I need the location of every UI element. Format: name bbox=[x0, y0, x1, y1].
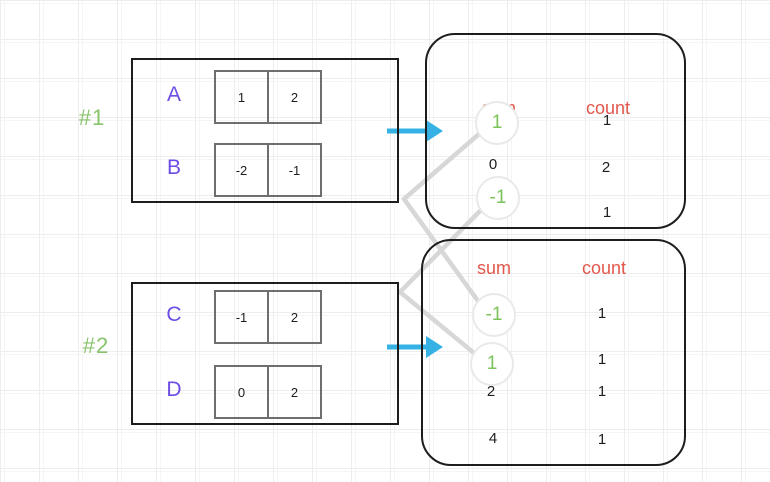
count-column-header: count bbox=[585, 98, 631, 118]
count-value: 1 bbox=[597, 383, 607, 400]
sum-value: 1 bbox=[491, 112, 503, 133]
count-value: 1 bbox=[602, 112, 612, 129]
highlight-circle: 1 bbox=[470, 342, 514, 386]
array-name-D: D bbox=[166, 378, 182, 401]
sum-value: 2 bbox=[486, 383, 496, 400]
count-column-header: count bbox=[581, 258, 627, 278]
count-value: 1 bbox=[602, 204, 612, 221]
array-name-C: C bbox=[166, 303, 182, 326]
sum-value: 0 bbox=[488, 156, 498, 173]
example-1-label: #1 bbox=[78, 105, 106, 130]
array-cell: 1 bbox=[214, 70, 269, 124]
array-cell: -2 bbox=[214, 143, 269, 197]
array-cell: 2 bbox=[267, 70, 322, 124]
array-name-A: A bbox=[166, 83, 181, 106]
example-1-input-box: A 1 2 B -2 -1 bbox=[131, 58, 399, 203]
array-cell: 2 bbox=[267, 365, 322, 419]
array-A-cells: 1 2 bbox=[214, 70, 322, 124]
connector-line-sum-neg1-to-sum1 bbox=[397, 208, 483, 356]
array-cell: -1 bbox=[267, 143, 322, 197]
arrow-right-icon-example1 bbox=[387, 120, 443, 142]
sum-value: 1 bbox=[486, 353, 498, 374]
array-cell: 2 bbox=[267, 290, 322, 344]
array-cell: -1 bbox=[214, 290, 269, 344]
count-value: 1 bbox=[597, 351, 607, 368]
example-2-sum-table: sum count -1 1 1 1 2 1 4 1 bbox=[421, 239, 686, 466]
arrow-right-icon-example2 bbox=[387, 336, 443, 358]
example-2-label: #2 bbox=[82, 333, 110, 358]
array-D-cells: 0 2 bbox=[214, 365, 322, 419]
array-cell: 0 bbox=[214, 365, 269, 419]
count-value: 2 bbox=[601, 159, 611, 176]
array-C-cells: -1 2 bbox=[214, 290, 322, 344]
sum-column-header: sum bbox=[476, 258, 511, 278]
array-name-B: B bbox=[166, 156, 181, 179]
highlight-circle: -1 bbox=[476, 176, 520, 220]
example-1-sum-table: sum count 1 1 0 2 -1 1 bbox=[425, 33, 686, 229]
highlight-circle: -1 bbox=[472, 293, 516, 337]
count-value: 1 bbox=[597, 431, 607, 448]
sum-value: 4 bbox=[488, 430, 498, 447]
array-B-cells: -2 -1 bbox=[214, 143, 322, 197]
sum-value: -1 bbox=[489, 187, 507, 208]
count-value: 1 bbox=[597, 305, 607, 322]
highlight-circle: 1 bbox=[475, 101, 519, 145]
example-2-input-box: C -1 2 D 0 2 bbox=[131, 282, 399, 425]
connector-line-sum1-to-sum-neg1 bbox=[401, 131, 482, 304]
sum-value: -1 bbox=[485, 304, 503, 325]
